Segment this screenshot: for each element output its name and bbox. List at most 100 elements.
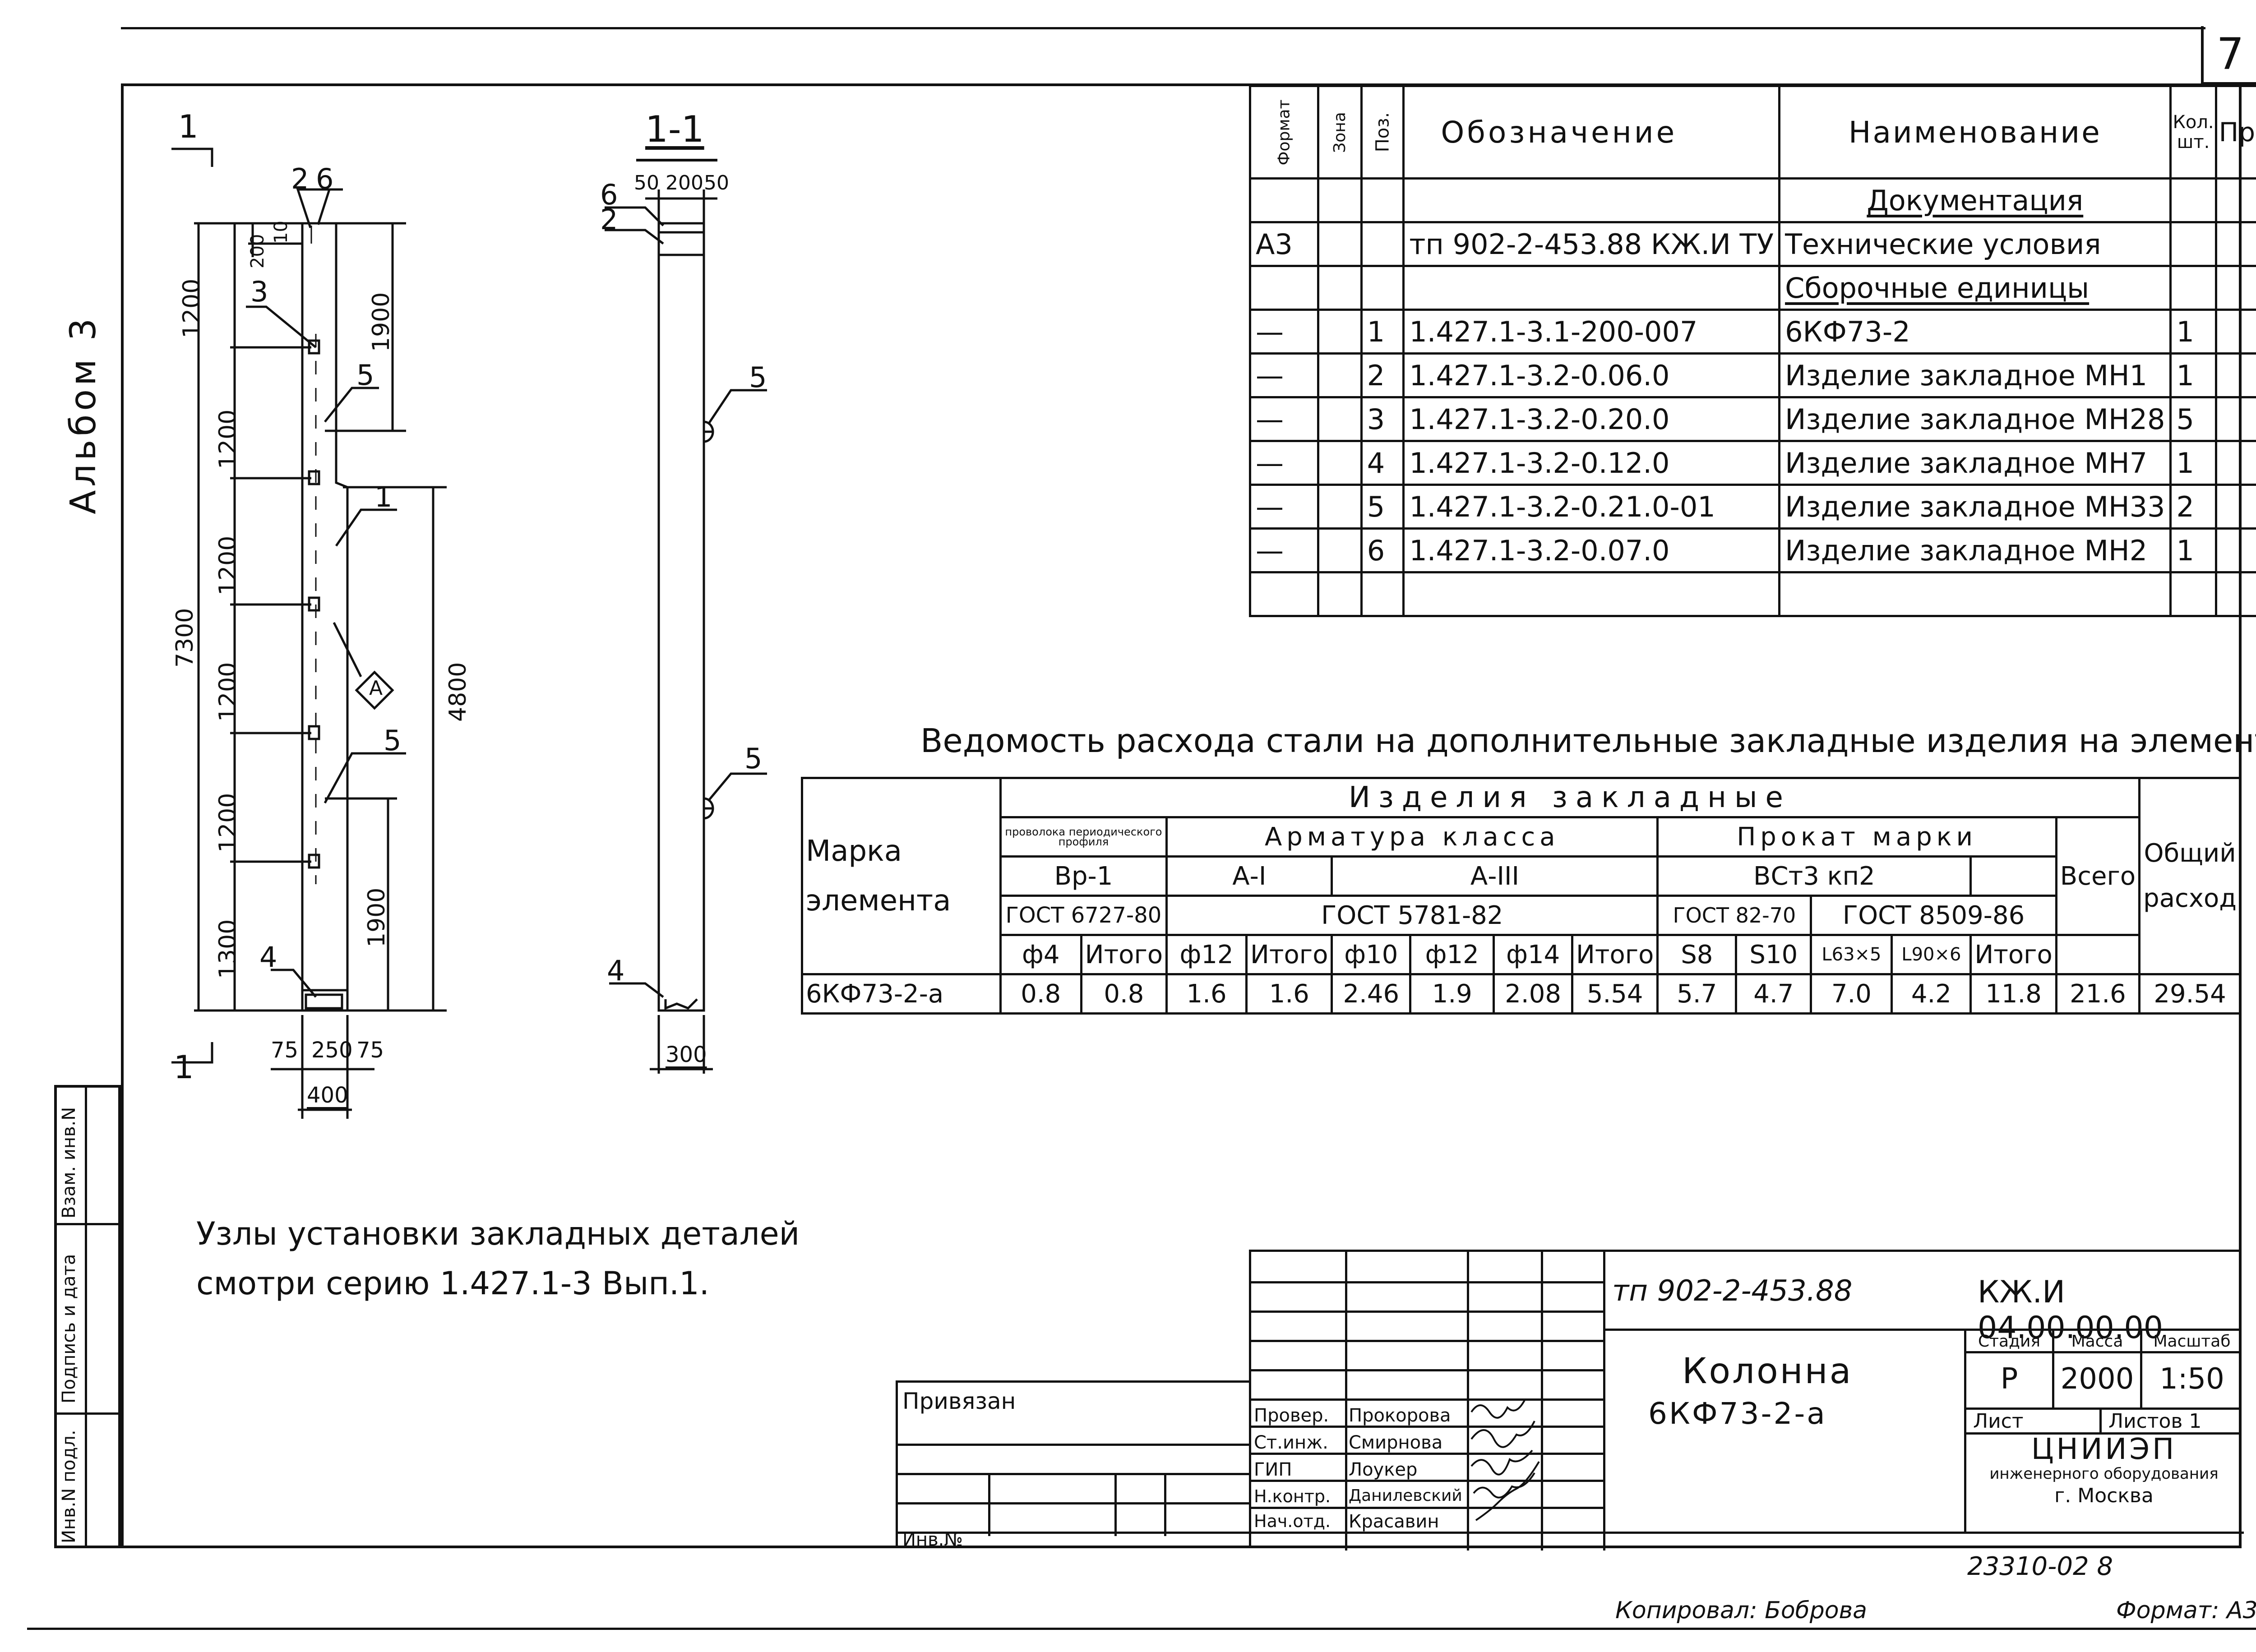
dim-1200-4: 1200 bbox=[214, 662, 241, 722]
section-callout-2: 2 bbox=[600, 203, 618, 236]
value-cell: 1.6 bbox=[1165, 973, 1248, 1015]
object-name: Колонна bbox=[1682, 1351, 1853, 1392]
size-cell: ф12 bbox=[1409, 934, 1495, 975]
row-pos: 4 bbox=[1360, 440, 1405, 486]
signer-name: Смирнова bbox=[1349, 1432, 1443, 1453]
value-cell: 0.8 bbox=[999, 973, 1082, 1015]
dim-200: 200 bbox=[247, 234, 268, 268]
dim-1200-3: 1200 bbox=[214, 535, 241, 595]
signer-role: ГИП bbox=[1254, 1459, 1292, 1480]
archive-number: 23310-02 8 bbox=[1967, 1552, 2113, 1581]
doc-format: А3 bbox=[1248, 221, 1320, 267]
row-format: — bbox=[1248, 396, 1320, 442]
row-qty: 1 bbox=[2169, 309, 2217, 355]
title-block: Провер. Прокорова Ст.инж. Смирнова ГИП Л… bbox=[1249, 1250, 2244, 1550]
dim-4800: 4800 bbox=[444, 662, 472, 722]
mass-label: Масса bbox=[2071, 1332, 2123, 1351]
installation-note: Узлы установки закладных деталей смотри … bbox=[196, 1209, 800, 1308]
callout-1: 1 bbox=[374, 480, 393, 513]
callout-5-bottom: 5 bbox=[384, 724, 402, 757]
signer-name: Прокорова bbox=[1349, 1405, 1451, 1426]
steel-header-1: Марка элемента Изделия закладные Общий р… bbox=[801, 777, 2242, 975]
signer-name: Лоукер bbox=[1349, 1459, 1418, 1480]
row-name: Изделие закладное МН7 bbox=[1778, 440, 2172, 486]
spec-doc-row: А3 тп 902-2-453.88 КЖ.И ТУ Технические у… bbox=[1248, 221, 2256, 267]
note-line-2: смотри серию 1.427.1-3 Вып.1. bbox=[196, 1265, 710, 1302]
section-dim-50-right: 50 bbox=[704, 171, 729, 194]
row-mark: 6КФ73-2-а bbox=[801, 973, 1002, 1015]
group-embedded: Изделия закладные bbox=[999, 777, 2141, 818]
spec-row: — 4 1.427.1-3.2-0.12.0 Изделие закладное… bbox=[1248, 440, 2256, 486]
gost-rebar: ГОСТ 5781-82 bbox=[1165, 895, 1659, 936]
dim-1200-5: 1200 bbox=[214, 793, 241, 853]
stage-label: Стадия bbox=[1978, 1332, 2041, 1351]
sheet-number: 7 bbox=[2201, 26, 2256, 85]
col-mark: Марка элемента bbox=[801, 777, 1002, 975]
spec-row: — 2 1.427.1-3.2-0.06.0 Изделие закладное… bbox=[1248, 352, 2256, 398]
side-stamp: Инв.N подл. Подпись и дата Взам. инв.N bbox=[54, 1085, 121, 1548]
section-title: 1-1 bbox=[645, 108, 704, 150]
col-total: Всего bbox=[2055, 816, 2141, 936]
row-name: Изделие закладное МН28 bbox=[1778, 396, 2172, 442]
value-cell: 4.2 bbox=[1891, 973, 1972, 1015]
steel-header-3: Вр-1 А-I А-III ВСт3 кп2 bbox=[802, 855, 2241, 897]
spec-empty-row bbox=[1248, 571, 2256, 617]
note-line-1: Узлы установки закладных деталей bbox=[196, 1215, 800, 1252]
dim-250: 250 bbox=[311, 1038, 353, 1063]
size-cell: Итого bbox=[1571, 934, 1659, 975]
steel-header-2: проволока периодического профиля Арматур… bbox=[802, 816, 2241, 936]
row-qty: 2 bbox=[2169, 484, 2217, 530]
linked-block: Привязан Инв.№ bbox=[896, 1380, 1251, 1550]
value-cell: 5.54 bbox=[1571, 973, 1659, 1015]
row-designation: 1.427.1-3.1-200-007 bbox=[1402, 309, 1781, 355]
row-format: — bbox=[1248, 352, 1320, 398]
doc-code: КЖ.И 04.00.00.00 bbox=[1978, 1274, 2163, 1346]
dim-10: 10 bbox=[271, 221, 291, 244]
value-cell: 29.54 bbox=[2138, 973, 2242, 1015]
dim-7300: 7300 bbox=[171, 608, 199, 668]
spec-header-row: Формат Зона Поз. Обозначение Наименовани… bbox=[1248, 85, 2256, 180]
mass-value: 2000 bbox=[2060, 1362, 2134, 1396]
section-callout-5-top: 5 bbox=[749, 361, 767, 394]
hdr-designation: Обозначение bbox=[1402, 85, 1781, 180]
row-format: — bbox=[1248, 440, 1320, 486]
signer-role: Провер. bbox=[1254, 1405, 1329, 1426]
row-format: — bbox=[1248, 484, 1320, 530]
size-cell: S10 bbox=[1735, 934, 1812, 975]
group-rebar: Арматура класса bbox=[1165, 816, 1659, 858]
row-designation: 1.427.1-3.2-0.20.0 bbox=[1402, 396, 1781, 442]
row-format: — bbox=[1248, 309, 1320, 355]
row-qty: 1 bbox=[2169, 527, 2217, 573]
signer-name: Данилевский bbox=[1349, 1486, 1462, 1505]
steel-header-sizes: ф4 Итого ф12 Итого ф10 ф12 ф14 Итого S8 … bbox=[802, 934, 2241, 975]
dim-75-left: 75 bbox=[271, 1038, 299, 1063]
spec-section-units: Сборочные единицы bbox=[1248, 265, 2256, 311]
size-cell: Итого bbox=[1969, 934, 2057, 975]
org-city: г. Москва bbox=[2054, 1484, 2154, 1507]
inv-label: Инв.№ bbox=[902, 1529, 963, 1550]
col-overall: Общий расход bbox=[2138, 777, 2242, 975]
org-line-2: инженерного оборудования bbox=[1989, 1465, 2219, 1483]
signer-name: Красавин bbox=[1349, 1511, 1439, 1532]
callout-4: 4 bbox=[259, 941, 277, 974]
section-dim-300: 300 bbox=[666, 1042, 707, 1067]
hdr-format: Формат bbox=[1275, 99, 1294, 166]
node-label: А bbox=[369, 677, 383, 700]
steel-header-4: ГОСТ 6727-80 ГОСТ 5781-82 ГОСТ 82-70 ГОС… bbox=[802, 895, 2241, 936]
specification-table: Формат Зона Поз. Обозначение Наименовани… bbox=[1248, 85, 2256, 617]
gost-wire: ГОСТ 6727-80 bbox=[999, 895, 1168, 936]
col-mark-line-1: Марка bbox=[806, 835, 902, 868]
section-docs-label: Документация bbox=[1867, 184, 2084, 217]
size-cell: ф4 bbox=[999, 934, 1082, 975]
signatures bbox=[1470, 1398, 1540, 1521]
hdr-note: Примеч. bbox=[2214, 85, 2256, 180]
steel-table-title: Ведомость расхода стали на дополнительны… bbox=[920, 722, 2256, 760]
row-name: Изделие закладное МН33 bbox=[1778, 484, 2172, 530]
stage-value: Р bbox=[2000, 1362, 2018, 1396]
callout-2: 2 bbox=[291, 162, 309, 195]
section-dim-200: 200 bbox=[666, 171, 703, 194]
size-cell: ф10 bbox=[1331, 934, 1412, 975]
size-cell: ф14 bbox=[1493, 934, 1573, 975]
trim-line-top bbox=[121, 27, 2205, 29]
value-cell: 1.9 bbox=[1409, 973, 1495, 1015]
